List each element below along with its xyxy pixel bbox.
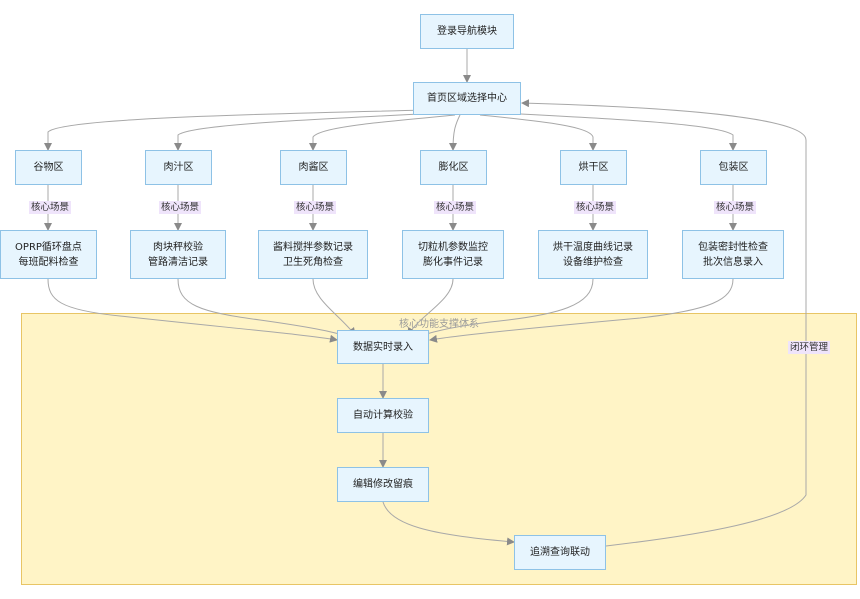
edge-home-area-3 bbox=[309, 114, 456, 151]
login-nav-node: 登录导航模块 bbox=[420, 14, 514, 49]
edge-scene4-entry bbox=[407, 278, 454, 336]
edge-trace-home bbox=[521, 99, 807, 547]
data-entry-label: 数据实时录入 bbox=[353, 341, 413, 353]
scenario-node-puffing: 切粒机参数监控 膨化事件记录 bbox=[402, 230, 504, 279]
data-entry-node: 数据实时录入 bbox=[337, 330, 429, 364]
scenario-node-gravy: 肉块秤校验 管路清洁记录 bbox=[130, 230, 226, 279]
scenario-line: 每班配料检查 bbox=[18, 256, 79, 268]
scenario-line: 酱料搅拌参数记录 bbox=[273, 241, 353, 253]
edge-label-core-scene: 核心场景 bbox=[159, 201, 202, 214]
trace-query-node: 追溯查询联动 bbox=[514, 535, 606, 570]
area-label: 烘干区 bbox=[578, 162, 609, 173]
login-nav-label: 登录导航模块 bbox=[437, 26, 497, 37]
edge-scene3-entry bbox=[312, 278, 356, 336]
scenario-line: 包装密封性检查 bbox=[698, 241, 768, 253]
scenario-node-meat-sauce: 酱料搅拌参数记录 卫生死角检查 bbox=[258, 230, 368, 279]
scenario-node-drying: 烘干温度曲线记录 设备维护检查 bbox=[538, 230, 648, 279]
edge-home-area-5 bbox=[479, 114, 597, 151]
area-label: 谷物区 bbox=[33, 162, 64, 173]
subgraph-title: 核心功能支撑体系 bbox=[399, 319, 479, 330]
edge-home-area-4 bbox=[449, 114, 461, 151]
edge-home-area-6 bbox=[499, 112, 737, 151]
edge-scene5-entry bbox=[419, 278, 594, 338]
edge-home-area-1 bbox=[44, 109, 431, 151]
area-node-grain: 谷物区 bbox=[15, 150, 82, 185]
area-label: 肉汁区 bbox=[163, 162, 194, 173]
home-area-select-label: 首页区域选择中心 bbox=[427, 93, 507, 104]
edge-label-core-scene: 核心场景 bbox=[434, 201, 477, 214]
edge-label-core-scene: 核心场景 bbox=[294, 201, 337, 214]
scenario-line: 卫生死角检查 bbox=[283, 256, 343, 268]
scenario-line: 设备维护检查 bbox=[563, 256, 623, 268]
edge-scene2-entry bbox=[177, 278, 346, 338]
edge-label-core-scene: 核心场景 bbox=[29, 201, 72, 214]
trace-query-label: 追溯查询联动 bbox=[530, 547, 590, 558]
edge-edit-trace bbox=[382, 501, 515, 546]
edge-label-closed-loop: 闭环管理 bbox=[788, 341, 831, 354]
area-label: 膨化区 bbox=[438, 162, 469, 173]
area-node-puffing: 膨化区 bbox=[420, 150, 487, 185]
area-node-meat-sauce: 肉酱区 bbox=[280, 150, 347, 185]
scenario-line: 切粒机参数监控 bbox=[418, 241, 488, 253]
auto-check-label: 自动计算校验 bbox=[353, 410, 413, 421]
edge-home-area-2 bbox=[174, 112, 441, 151]
edit-trace-node: 编辑修改留痕 bbox=[337, 467, 429, 502]
home-area-select-node: 首页区域选择中心 bbox=[413, 82, 521, 115]
edit-trace-label: 编辑修改留痕 bbox=[353, 479, 413, 490]
scenario-line: OPRP循环盘点 bbox=[15, 241, 82, 253]
edge-label-core-scene: 核心场景 bbox=[714, 201, 757, 214]
edge-scene1-entry bbox=[47, 278, 338, 343]
scenario-node-packaging: 包装密封性检查 批次信息录入 bbox=[682, 230, 784, 279]
scenario-line: 膨化事件记录 bbox=[423, 256, 483, 268]
auto-check-node: 自动计算校验 bbox=[337, 398, 429, 433]
scenario-node-grain: OPRP循环盘点 每班配料检查 bbox=[0, 230, 97, 279]
core-support-subgraph: 核心功能支撑体系 bbox=[21, 313, 857, 585]
scenario-line: 烘干温度曲线记录 bbox=[553, 241, 633, 253]
scenario-line: 肉块秤校验 bbox=[153, 241, 203, 253]
scenario-line: 管路清洁记录 bbox=[148, 256, 208, 268]
area-label: 肉酱区 bbox=[298, 162, 329, 173]
area-label: 包装区 bbox=[718, 162, 749, 173]
edge-scene6-entry bbox=[429, 278, 734, 343]
area-node-gravy: 肉汁区 bbox=[145, 150, 212, 185]
area-node-drying: 烘干区 bbox=[560, 150, 627, 185]
edge-label-core-scene: 核心场景 bbox=[574, 201, 617, 214]
area-node-packaging: 包装区 bbox=[700, 150, 767, 185]
scenario-line: 批次信息录入 bbox=[703, 256, 763, 268]
